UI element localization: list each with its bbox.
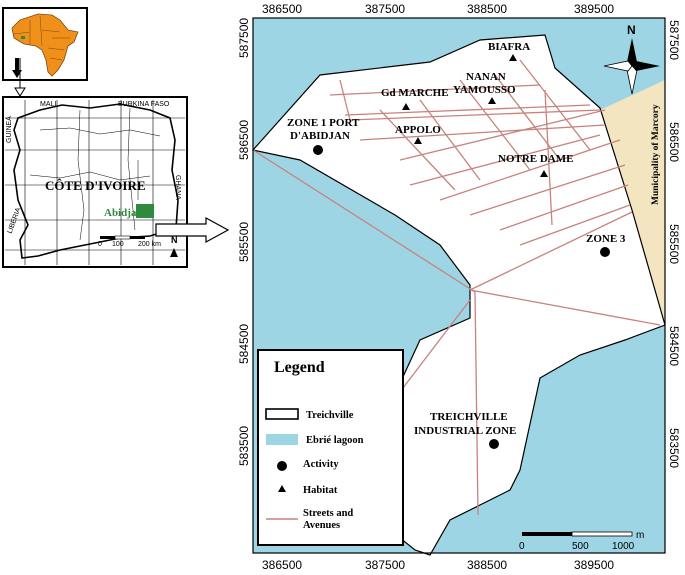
- x-axis-top: 386500 387500 388500 389500: [262, 2, 614, 16]
- legend-swatch-habitat: [278, 485, 286, 492]
- y-tick-left-587500: 587500: [237, 18, 251, 58]
- y-tick-right-583500: 583500: [667, 428, 681, 468]
- label-notre-dame: NOTRE DAME: [498, 153, 573, 165]
- x-tick-top-389500: 389500: [574, 2, 614, 16]
- legend-label-activity: Activity: [303, 459, 339, 470]
- activity-markers: [313, 145, 610, 449]
- habitat-gd-marche: [402, 103, 410, 110]
- y-tick-left-584500: 584500: [237, 324, 251, 364]
- inset-country-label: CÔTE D'IVOIRE: [45, 178, 146, 193]
- x-tick-top-386500: 386500: [262, 2, 302, 16]
- label-industrial-2: INDUSTRIAL ZONE: [414, 425, 516, 437]
- cote-divoire-inset: MALI BURKINA FASO GUINEA LIBERIA GHANA C…: [2, 96, 188, 268]
- inset-north-label: N: [171, 235, 178, 245]
- scale-unit: m: [636, 530, 644, 541]
- y-tick-left-586500: 586500: [237, 120, 251, 160]
- x-axis-bottom: 386500 387500 388500 389500: [262, 558, 614, 572]
- legend-label-habitat: Habitat: [303, 485, 338, 496]
- x-tick-top-387500: 387500: [365, 2, 405, 16]
- africa-shape: [11, 13, 79, 77]
- neighbor-guinea: GUINEA: [6, 116, 13, 143]
- habitat-biafra: [509, 54, 517, 61]
- activity-zone3: [600, 247, 610, 257]
- scale-label-1000: 1000: [612, 541, 635, 552]
- habitat-nanan: [488, 97, 496, 104]
- label-nanan-1: NANAN: [466, 71, 506, 83]
- neighbor-ghana: GHANA: [174, 175, 181, 200]
- y-tick-left-585500: 585500: [237, 222, 251, 262]
- x-tick-bottom-389500: 389500: [574, 558, 614, 572]
- treichville-area: [251, 34, 666, 556]
- scale-label-0: 0: [519, 541, 525, 552]
- label-biafra: BIAFRA: [488, 41, 530, 53]
- habitat-appolo: [414, 137, 422, 144]
- legend-swatch-treichville: [265, 408, 299, 420]
- abidjan-marker: [136, 204, 154, 218]
- scale-label-500: 500: [572, 541, 589, 552]
- africa-inset: [2, 7, 88, 81]
- legend-label-lagoon: Ebrié lagoon: [306, 435, 364, 446]
- label-nanan-2: YAMOUSSO: [453, 84, 516, 96]
- y-tick-right-586500: 586500: [667, 122, 681, 162]
- legend-label-treichville: Treichville: [306, 410, 354, 421]
- neighbor-mali: MALI: [40, 101, 56, 108]
- label-industrial-1: TREICHVILLE: [430, 411, 508, 423]
- label-appolo: APPOLO: [395, 124, 441, 136]
- label-marcory: Municipality of Marcory: [651, 104, 661, 205]
- legend-swatch-activity: [277, 461, 287, 471]
- activity-zone1: [313, 145, 323, 155]
- legend-label-streets: Streets and Avenues: [303, 508, 354, 531]
- scale-bar: m 0 500 1000: [519, 530, 644, 552]
- y-tick-right-587500: 587500: [667, 20, 681, 60]
- y-tick-right-585500: 585500: [667, 224, 681, 264]
- inset-north-arrow: [170, 248, 178, 257]
- neighbor-burkina: BURKINA FASO: [118, 101, 170, 108]
- inset-scale-100: 100: [112, 241, 124, 248]
- habitat-notre-dame: [540, 170, 548, 177]
- north-arrow-icon: N: [603, 23, 660, 95]
- x-tick-bottom-387500: 387500: [365, 558, 405, 572]
- y-axis-right: 587500 586500 585500 584500 583500: [667, 20, 681, 468]
- inset-scale-200: 200 km: [138, 241, 161, 248]
- x-tick-bottom-386500: 386500: [262, 558, 302, 572]
- inset-city-label: Abidjan: [104, 207, 143, 219]
- label-gd-marche: Gd MARCHE: [381, 87, 449, 99]
- label-zone3: ZONE 3: [586, 233, 626, 245]
- activity-industrial: [489, 439, 499, 449]
- habitat-markers: [402, 54, 548, 177]
- label-zone1-2: D'ABIDJAN: [290, 130, 350, 142]
- legend-swatch-lagoon: [266, 434, 298, 445]
- x-tick-top-388500: 388500: [467, 2, 507, 16]
- inset-scale-0: 0: [98, 241, 102, 248]
- legend-title: Legend: [274, 359, 325, 376]
- legend: Legend Treichville Ebrié lagoon Activity…: [257, 349, 404, 546]
- y-axis-left: 587500 586500 585500 584500 583500: [237, 18, 251, 466]
- label-zone1-1: ZONE 1 PORT: [287, 117, 360, 129]
- x-tick-bottom-388500: 388500: [467, 558, 507, 572]
- streets: [252, 59, 661, 516]
- y-tick-right-584500: 584500: [667, 326, 681, 366]
- y-tick-left-583500: 583500: [237, 426, 251, 466]
- north-label: N: [627, 23, 636, 37]
- inset-connectors: [14, 58, 230, 244]
